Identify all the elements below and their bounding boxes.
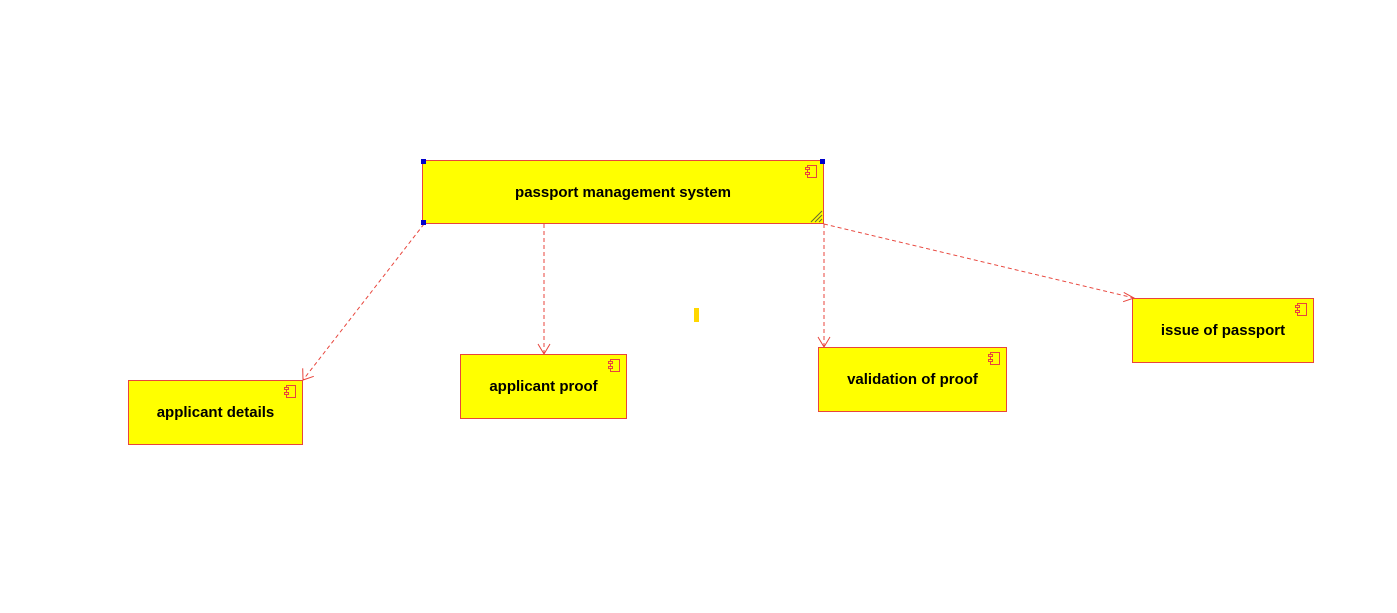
component-label: applicant proof — [489, 378, 598, 395]
component-applicant-proof[interactable]: applicant proof — [460, 354, 627, 419]
component-validation-of-proof[interactable]: validation of proof — [818, 347, 1007, 412]
component-label: issue of passport — [1160, 322, 1286, 339]
component-icon — [805, 165, 817, 178]
component-label: applicant details — [156, 404, 275, 421]
dependency-line-applicant-details[interactable] — [302, 223, 425, 381]
component-issue-of-passport[interactable]: issue of passport — [1132, 298, 1314, 363]
resize-grip-icon[interactable] — [810, 210, 823, 223]
component-label: validation of proof — [847, 371, 978, 388]
selection-handle-bottom-left[interactable] — [421, 220, 426, 225]
component-icon — [988, 352, 1000, 365]
dependency-line-issue-of-passport[interactable] — [823, 223, 1135, 299]
selection-handle-top-left[interactable] — [421, 159, 426, 164]
component-icon — [608, 359, 620, 372]
component-icon — [1295, 303, 1307, 316]
selection-handle-top-right[interactable] — [820, 159, 825, 164]
component-label: passport management system — [515, 183, 731, 201]
component-icon — [284, 385, 296, 398]
component-passport-management-system[interactable]: passport management system — [421, 159, 825, 225]
component-applicant-details[interactable]: applicant details — [128, 380, 303, 445]
text-cursor-marker — [694, 308, 699, 322]
arrowhead-applicant-details — [302, 368, 314, 381]
